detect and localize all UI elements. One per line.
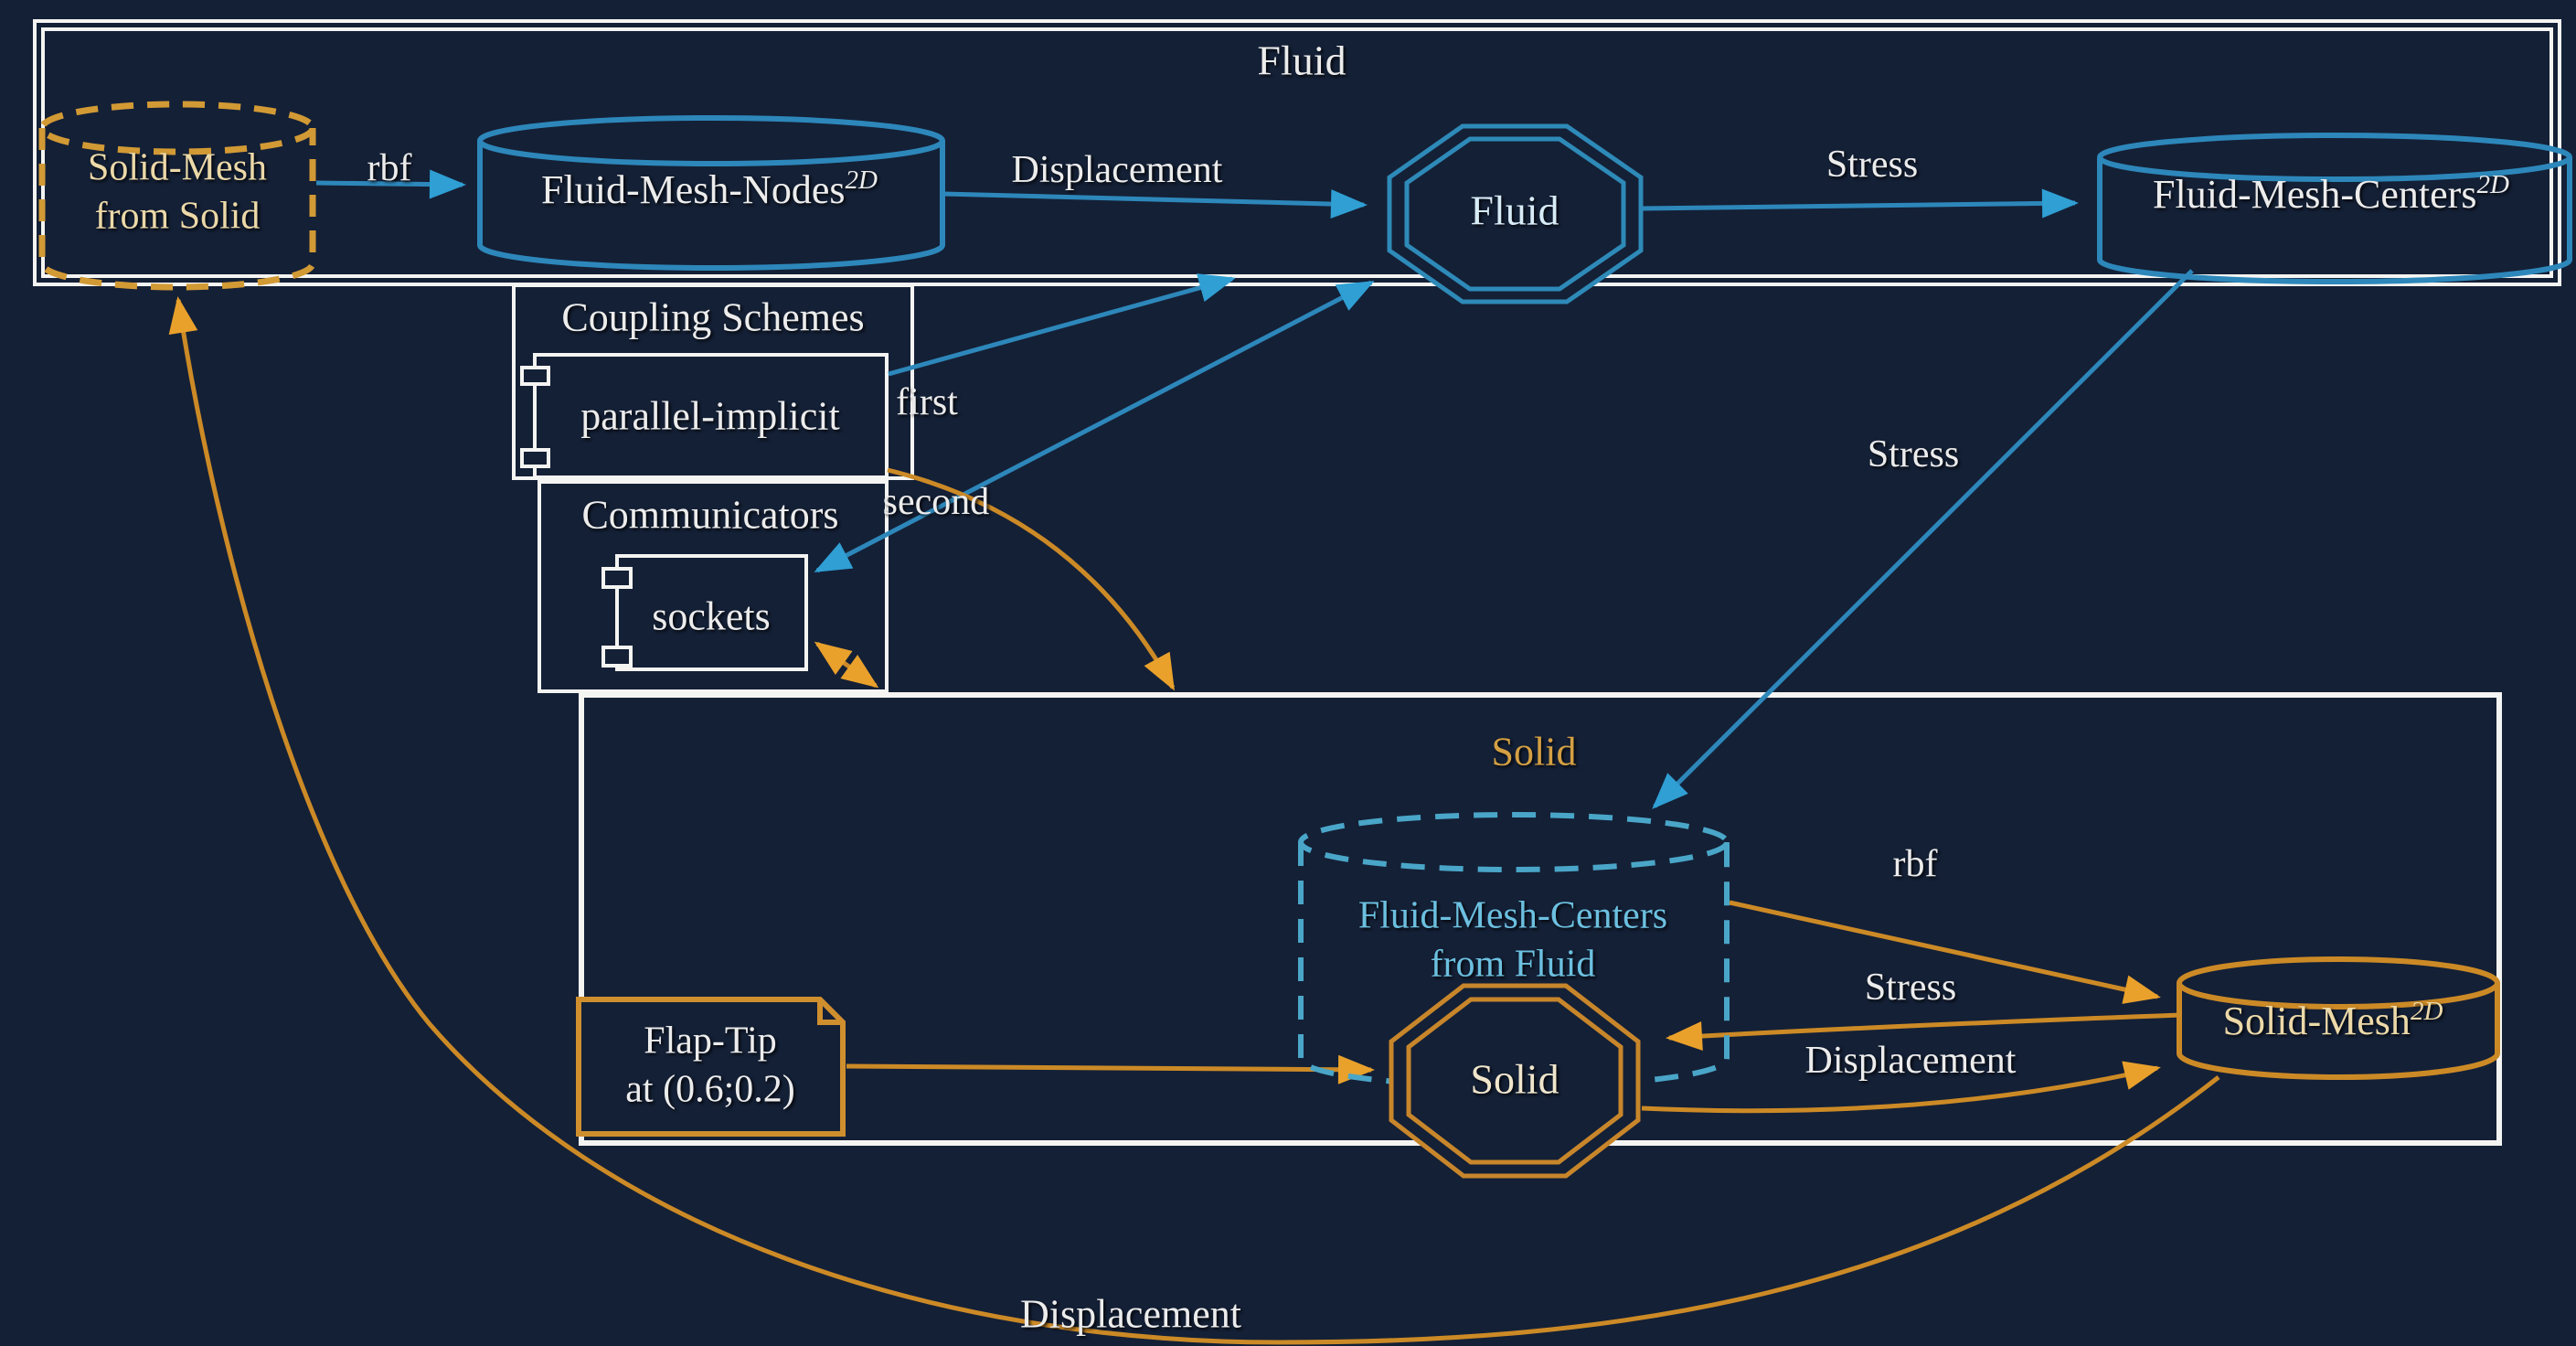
- edge-displacement-fluid-arrow: [942, 189, 1368, 219]
- parallel-implicit-label: parallel-implicit: [580, 393, 840, 439]
- fluid-mesh-centers-from-fluid-label: Fluid-Mesh-Centers from Fluid: [1357, 894, 1668, 986]
- edge-displacement-bottom-label: Displacement: [1020, 1291, 1241, 1337]
- solid-octagon-label: Solid: [1470, 1055, 1559, 1103]
- edge-flap-tip-arrow: [846, 1054, 1375, 1084]
- edge-rbf-solid-arrow: [1729, 900, 2161, 1004]
- solid-mesh-from-solid-label: Solid-Mesh from Solid: [87, 146, 268, 238]
- note-folded-corner-icon: [817, 999, 843, 1025]
- edge-stress-mid-arrow: [1652, 269, 2194, 809]
- sockets-label: sockets: [652, 593, 771, 639]
- edge-coupling-first-arrow: [888, 273, 1236, 377]
- edge-displacement-fluid-label: Displacement: [1011, 148, 1223, 191]
- fluid-mesh-nodes-label: Fluid-Mesh-Nodes2D: [541, 166, 878, 212]
- component-port-icon: [520, 448, 550, 468]
- edge-rbf-fluid-arrow: [315, 169, 466, 199]
- edge-rbf-fluid-label: rbf: [367, 146, 412, 189]
- fluid-mesh-nodes-cylinder: [477, 115, 945, 271]
- fluid-box-title: Fluid: [1257, 37, 1347, 84]
- edge-stress-fluid-label: Stress: [1826, 143, 1919, 186]
- edge-first-label: first: [896, 380, 958, 423]
- flap-tip-note-label: Flap-Tip at (0.6;0.2): [625, 1020, 795, 1111]
- solid-octagon: [1389, 983, 1641, 1179]
- sockets-component-box: [615, 554, 808, 671]
- edge-stress-solid-arrow: [1666, 1012, 2182, 1051]
- fluid-box-inner-border: [41, 27, 2553, 278]
- fluid-octagon-label: Fluid: [1470, 187, 1559, 234]
- fluid-octagon: [1387, 123, 1644, 304]
- component-port-icon: [601, 646, 633, 668]
- coupling-schemes-title: Coupling Schemes: [561, 294, 865, 340]
- edge-stress-solid-label: Stress: [1864, 966, 1957, 1009]
- component-port-icon: [520, 366, 550, 386]
- edge-displacement-solid-arrow: [1641, 1061, 2161, 1114]
- edge-displacement-bottom-arrow: [168, 296, 2220, 1345]
- flap-tip-note: [576, 997, 846, 1137]
- solid-box-title: Solid: [1491, 729, 1577, 774]
- edge-m2n-solid-sockets-arrow: [814, 641, 879, 689]
- edge-coupling-second-arrow: [887, 467, 1176, 691]
- fluid-mesh-centers-label: Fluid-Mesh-Centers2D: [2153, 170, 2509, 217]
- solid-mesh-cylinder: [2177, 956, 2500, 1080]
- communicators-title: Communicators: [581, 492, 839, 538]
- edge-displacement-solid-label: Displacement: [1804, 1039, 2017, 1082]
- edge-m2n-fluid-sockets-arrow: [814, 280, 1375, 573]
- solid-mesh-from-solid-cylinder: [38, 101, 316, 291]
- edge-rbf-solid-label: rbf: [1892, 842, 1938, 885]
- fluid-mesh-centers-cylinder: [2097, 133, 2572, 284]
- component-port-icon: [601, 567, 633, 589]
- solid-mesh-label: Solid-Mesh2D: [2222, 997, 2443, 1043]
- edge-second-label: second: [882, 480, 990, 523]
- communicators-box: [538, 480, 889, 693]
- edge-stress-fluid-arrow: [1641, 188, 2079, 219]
- edge-stress-mid-label: Stress: [1867, 433, 1960, 475]
